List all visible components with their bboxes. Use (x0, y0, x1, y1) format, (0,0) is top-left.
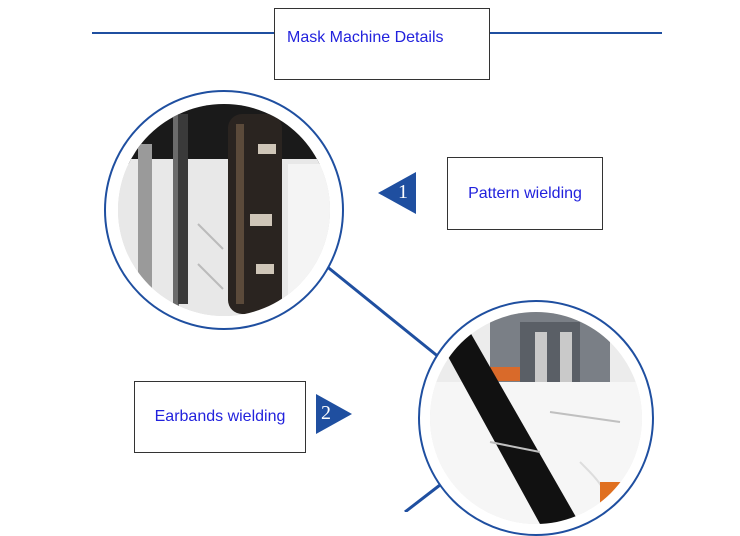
header-line-left (92, 32, 274, 34)
earbands-welding-label: Earbands wielding (154, 408, 286, 425)
pattern-welding-photo (104, 90, 344, 330)
step-1-badge: 1 (378, 172, 416, 214)
pattern-welding-label-box: Pattern wielding (447, 157, 603, 230)
pattern-welding-label: Pattern wielding (468, 184, 582, 202)
earbands-welding-label-box: Earbands wielding (134, 381, 306, 453)
connector-lines (324, 263, 441, 512)
step-1-number: 1 (398, 181, 408, 203)
header-line-right (490, 32, 662, 34)
step-2-badge: 2 (316, 394, 352, 434)
earbands-welding-photo (418, 300, 654, 536)
page-title: Mask Machine Details (287, 29, 444, 46)
step-2-number: 2 (321, 402, 331, 424)
page-title-box: Mask Machine Details (274, 8, 490, 80)
